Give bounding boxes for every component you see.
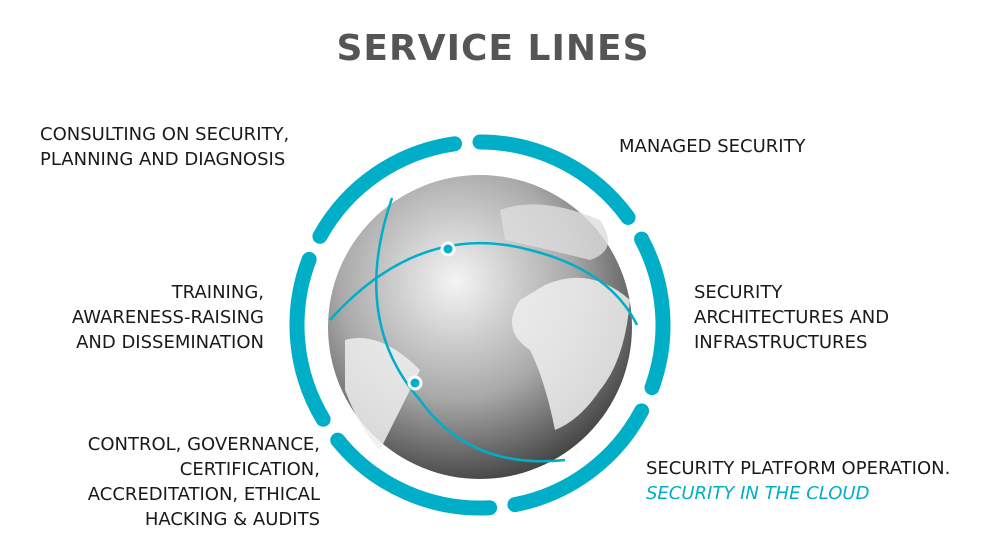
south-america-shape (345, 338, 420, 450)
label-line: MANAGED SECURITY (619, 136, 806, 157)
label-line: PLANNING AND DIAGNOSIS (40, 149, 286, 170)
ring-segment (312, 136, 463, 244)
label-line: CONTROL, GOVERNANCE, (87, 434, 320, 455)
page-title: SERVICE LINES (336, 28, 650, 69)
label-line: AWARENESS-RAISING (71, 307, 264, 328)
segmented-ring (289, 134, 671, 516)
africa-shape (512, 277, 630, 430)
ring-segment (330, 432, 498, 516)
label-line: SECURITY (694, 282, 783, 303)
label-line: ACCREDITATION, ETHICAL (87, 484, 320, 505)
label-line: INFRASTRUCTURES (694, 332, 868, 353)
cloud-highlight: SECURITY IN THE CLOUD (646, 483, 870, 504)
service-managed: MANAGED SECURITY (619, 134, 806, 159)
orbit-line (329, 241, 639, 326)
orbit-line (375, 197, 566, 463)
location-dot (440, 241, 456, 257)
ring-segment (634, 231, 671, 396)
service-consulting: CONSULTING ON SECURITY, PLANNING AND DIA… (40, 122, 289, 172)
service-control: CONTROL, GOVERNANCE, CERTIFICATION, ACCR… (88, 432, 320, 532)
label-line: ARCHITECTURES AND (694, 307, 890, 328)
location-dot (407, 375, 423, 391)
ring-segment (289, 251, 331, 427)
ring-segment (472, 134, 636, 225)
label-line: SECURITY PLATFORM OPERATION. (646, 458, 951, 479)
service-platform: SECURITY PLATFORM OPERATION. SECURITY IN… (646, 456, 950, 506)
label-line: CERTIFICATION, (179, 459, 320, 480)
europe-shape (500, 204, 608, 260)
label-line: AND DISSEMINATION (76, 332, 264, 353)
ring-segment (507, 403, 650, 513)
label-line: TRAINING, (171, 282, 264, 303)
label-line: HACKING & AUDITS (144, 509, 320, 530)
service-architectures: SECURITY ARCHITECTURES AND INFRASTRUCTUR… (694, 280, 889, 355)
service-training: TRAINING, AWARENESS-RAISING AND DISSEMIN… (72, 280, 264, 355)
label-line: CONSULTING ON SECURITY, (40, 124, 290, 145)
